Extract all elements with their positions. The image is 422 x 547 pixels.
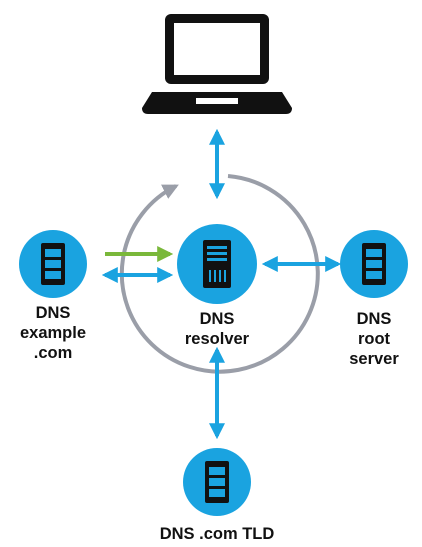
dns-root-node [340, 230, 408, 298]
dns-resolver-label-line2: resolver [184, 330, 250, 348]
dns-tld-label-line1: DNS .com TLD [159, 525, 275, 543]
dns-root-label-line2: root [357, 330, 391, 348]
dns-example-label-line3: .com [33, 344, 73, 362]
dns-example-label-line1: DNS [35, 304, 71, 322]
dns-example-node [19, 230, 87, 298]
dns-root-label-line1: DNS [356, 310, 392, 328]
dns-root-label-line3: server [349, 350, 399, 368]
dns-example-label: DNS example .com [3, 303, 103, 363]
dns-tld-label: DNS .com TLD [127, 524, 307, 544]
dns-resolver-node [177, 224, 257, 304]
laptop-icon [142, 14, 292, 114]
dns-resolver-label-line1: DNS [199, 310, 235, 328]
dns-tld-node [183, 448, 251, 516]
server-icon [41, 243, 65, 285]
dns-resolver-label: DNS resolver [157, 309, 277, 349]
server-icon [205, 461, 229, 503]
dns-example-label-line2: example [19, 324, 87, 342]
dns-root-label: DNS root server [324, 309, 422, 369]
server-icon [203, 240, 231, 288]
server-icon [362, 243, 386, 285]
